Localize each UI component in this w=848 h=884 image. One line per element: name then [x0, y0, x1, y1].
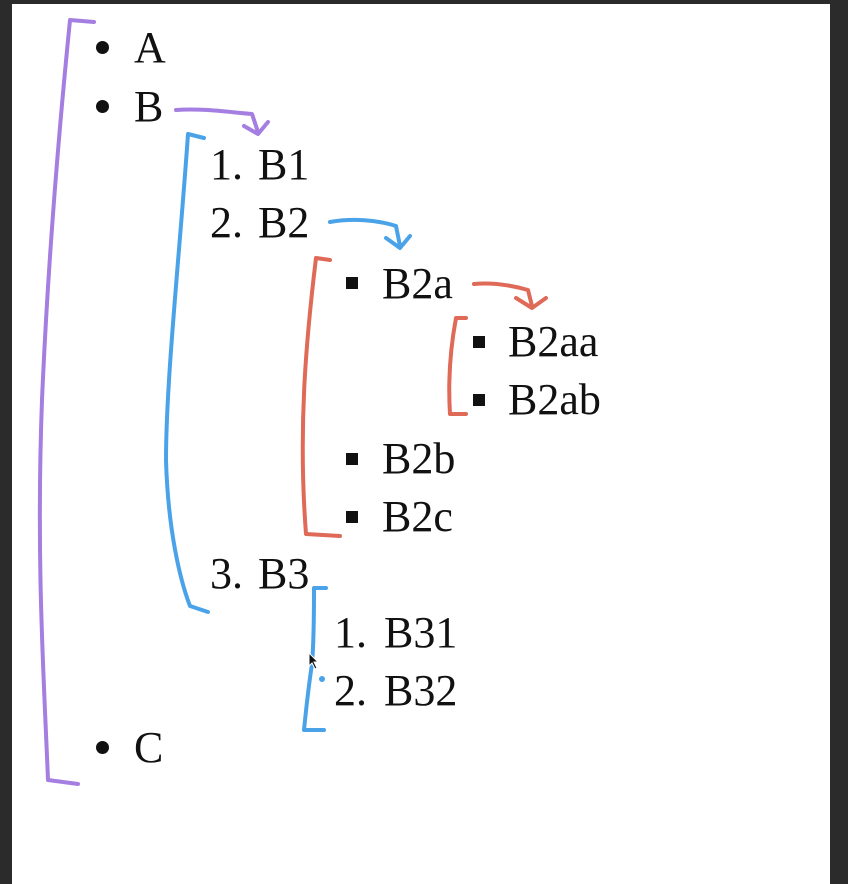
item-b: B [134, 82, 164, 131]
item-b2-marker: 2. [210, 198, 243, 247]
bullet-b2b [346, 453, 358, 465]
bullet-b [96, 100, 109, 113]
item-b31-marker: 1. [334, 608, 367, 657]
item-b32-marker: 2. [334, 666, 367, 715]
bullet-c [96, 741, 109, 754]
item-b1-marker: 1. [210, 140, 243, 189]
mouse-cursor-icon [308, 652, 320, 670]
bullet-b2c [346, 511, 358, 523]
item-b2: B2 [258, 198, 310, 247]
bullet-a [96, 41, 109, 54]
bullet-b2aa [473, 336, 485, 348]
bullet-b2a [346, 277, 358, 289]
item-b2ab: B2ab [508, 375, 601, 424]
item-c: C [134, 723, 164, 772]
document-page [12, 4, 830, 884]
item-b31: B31 [384, 608, 458, 657]
item-b3-marker: 3. [210, 549, 243, 598]
item-b32: B32 [384, 666, 458, 715]
item-b2a: B2a [382, 259, 453, 308]
item-a: A [134, 23, 166, 72]
item-b2aa: B2aa [508, 317, 599, 366]
item-b3: B3 [258, 549, 310, 598]
item-b2c: B2c [382, 492, 453, 541]
bullet-b2ab [473, 394, 485, 406]
item-b2b: B2b [382, 434, 456, 483]
item-b1: B1 [258, 140, 310, 189]
